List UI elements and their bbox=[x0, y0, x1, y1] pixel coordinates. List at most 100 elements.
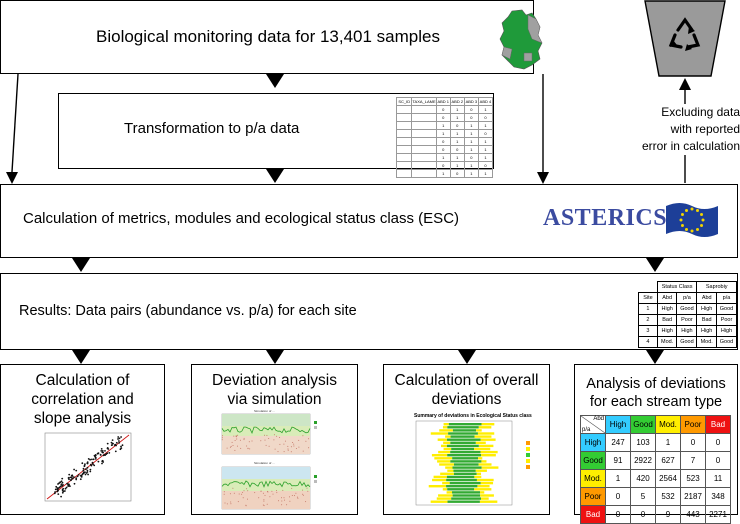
scatter-point bbox=[77, 474, 80, 476]
overall-bar-center bbox=[446, 444, 479, 448]
results-cell: High bbox=[696, 303, 718, 315]
scatter-point bbox=[89, 470, 92, 473]
sim-point bbox=[308, 438, 310, 440]
matrix-cell: 7 bbox=[680, 451, 706, 470]
scatter-point bbox=[89, 463, 92, 466]
mini-cell: 1 bbox=[435, 129, 451, 138]
overall-bar-center bbox=[450, 441, 476, 444]
mini-cell bbox=[395, 169, 413, 178]
scatter-point bbox=[84, 463, 86, 466]
scatter-point bbox=[94, 458, 97, 460]
sim-point bbox=[302, 493, 304, 495]
scatter-point bbox=[93, 464, 96, 467]
sim-point bbox=[269, 496, 271, 498]
mini-cell: ABD 3 bbox=[463, 97, 479, 106]
eu-star bbox=[680, 213, 684, 216]
group-status-class: Status Class bbox=[656, 281, 698, 293]
mini-cell: 1 bbox=[463, 145, 479, 154]
sim-point bbox=[236, 438, 238, 440]
overall-bar-right bbox=[478, 444, 494, 448]
sim-point bbox=[262, 504, 264, 506]
sim-point bbox=[262, 492, 264, 494]
sim-point bbox=[268, 445, 270, 447]
sim-point bbox=[302, 450, 304, 452]
eu-star bbox=[680, 224, 684, 227]
sim-point bbox=[238, 493, 240, 495]
sim-point bbox=[223, 493, 225, 495]
overall-bar-center bbox=[448, 432, 478, 435]
matrix-cell: 0 bbox=[705, 451, 731, 470]
matrix-cell: 0 bbox=[605, 505, 631, 524]
eu-star bbox=[701, 218, 705, 222]
sim-title-2: Simulation of ... bbox=[254, 461, 275, 465]
overall-bar-right bbox=[475, 441, 486, 444]
results-label: Results: Data pairs (abundance vs. p/a) … bbox=[19, 303, 357, 319]
mini-cell: 0 bbox=[477, 161, 494, 170]
mini-cell: 1 bbox=[463, 121, 479, 130]
results-header-cell: p/a bbox=[716, 292, 737, 304]
sim-point bbox=[286, 504, 288, 506]
scatter-point bbox=[70, 479, 72, 481]
eu-star bbox=[685, 228, 688, 232]
overall-box: Calculation of overall deviations Summar… bbox=[383, 364, 550, 515]
germany-map-icon bbox=[499, 9, 543, 70]
sim-point bbox=[273, 439, 275, 441]
sim-point bbox=[242, 497, 244, 499]
results-cell: 4 bbox=[638, 336, 658, 348]
scatter-point bbox=[57, 489, 59, 492]
sim-point bbox=[302, 489, 304, 491]
overall-bar-left bbox=[447, 469, 454, 472]
overall-bar-right bbox=[481, 423, 495, 426]
mini-cell: 1 bbox=[463, 137, 479, 146]
mini-cell: ABD 1 bbox=[435, 97, 451, 106]
sim-point bbox=[302, 435, 304, 437]
overall-bar-center bbox=[450, 450, 481, 454]
eu-flag-icon bbox=[666, 203, 718, 237]
overall-bar-left bbox=[432, 478, 447, 482]
scatter-point bbox=[119, 448, 122, 451]
stream-label: Analysis of deviations for each stream t… bbox=[586, 376, 726, 410]
correlation-label: Calculation of correlation and slope ana… bbox=[31, 372, 134, 427]
scatter-point bbox=[99, 453, 102, 456]
mini-cell: 1 bbox=[477, 145, 494, 154]
mini-cell bbox=[395, 153, 413, 162]
sim-point bbox=[232, 445, 234, 446]
eu-star bbox=[685, 208, 688, 212]
sim-point bbox=[245, 505, 247, 507]
overall-bar-center bbox=[453, 463, 479, 466]
overall-bar-left bbox=[443, 423, 449, 426]
scatter-point bbox=[79, 478, 82, 481]
sim-point bbox=[279, 443, 281, 445]
sim-point bbox=[293, 443, 295, 445]
mini-cell bbox=[411, 113, 437, 122]
sim-point bbox=[263, 499, 265, 501]
scatter-point bbox=[120, 436, 122, 438]
results-header-cell: Abd bbox=[696, 292, 718, 304]
sim-point bbox=[277, 451, 279, 453]
sim-point bbox=[264, 439, 266, 441]
stream-box: Analysis of deviations for each stream t… bbox=[574, 364, 738, 524]
sim-point bbox=[281, 504, 283, 506]
sim-point bbox=[239, 439, 241, 441]
mini-cell: TAXA_LAME bbox=[411, 97, 437, 106]
overall-bar-center bbox=[451, 497, 482, 500]
sim-point bbox=[276, 490, 277, 492]
mini-cell: 0 bbox=[435, 161, 451, 170]
scatter-point bbox=[57, 493, 60, 495]
scatter-point bbox=[100, 448, 103, 450]
overall-bar-right bbox=[474, 488, 492, 491]
overall-bar-center bbox=[453, 469, 476, 472]
results-box: Results: Data pairs (abundance vs. p/a) … bbox=[0, 273, 738, 350]
calculation-box: Calculation of metrics, modules and ecol… bbox=[0, 184, 738, 258]
group-saprobiy: Saprobiy bbox=[696, 281, 737, 293]
overall-bar-left bbox=[440, 444, 447, 448]
sim-point bbox=[291, 495, 293, 496]
sim-point bbox=[305, 440, 307, 442]
overall-bar-center bbox=[448, 423, 482, 426]
sim-point bbox=[273, 434, 275, 436]
scatter-point bbox=[75, 477, 78, 480]
matrix-cell: 0 bbox=[605, 487, 631, 506]
sim-point bbox=[267, 490, 268, 492]
overall-bar-center bbox=[452, 429, 477, 432]
